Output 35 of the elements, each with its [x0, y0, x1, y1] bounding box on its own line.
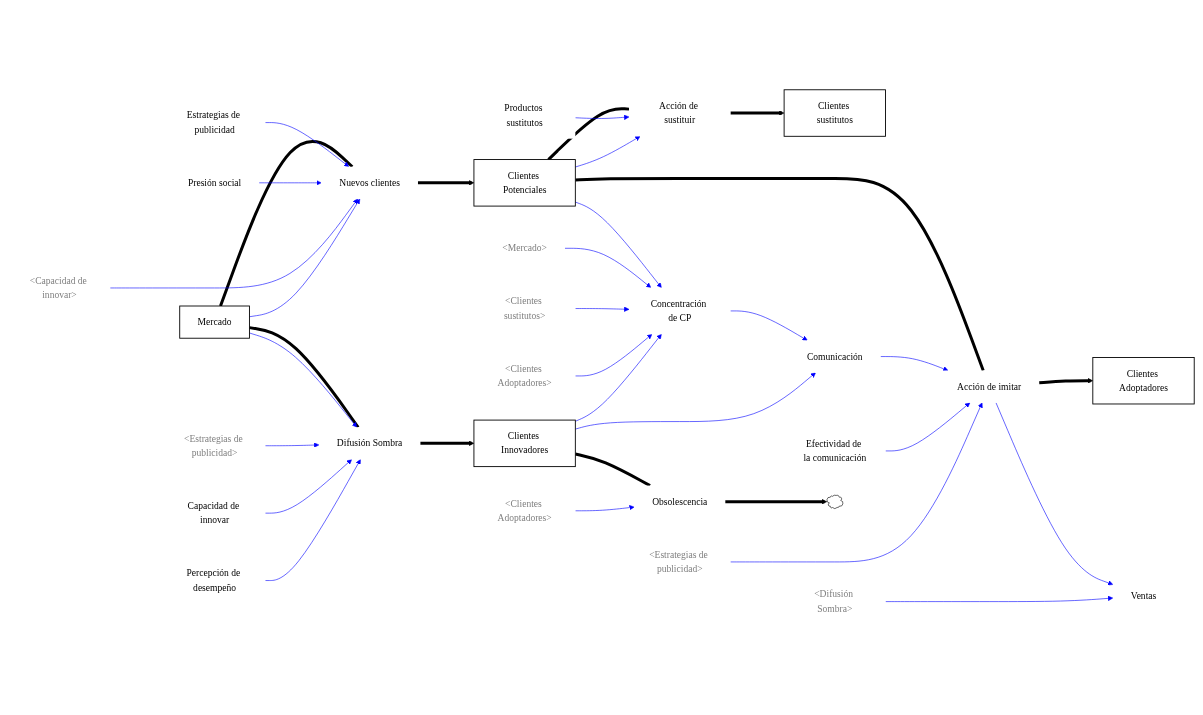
- node-text: Concentración de CP: [650, 298, 707, 324]
- node-box: Clientes sustitutos: [783, 89, 886, 137]
- node-text: Nuevos clientes: [339, 177, 400, 188]
- node-text: Estrategias de publicidad: [186, 110, 241, 135]
- node-text: <Estrategias de publicidad>: [184, 433, 243, 458]
- arrow: [730, 110, 785, 116]
- node-text: <Difusión Sombra>: [814, 589, 854, 614]
- node-text: Difusión Sombra: [336, 438, 403, 449]
- node-text: Productos sustitutos: [504, 103, 543, 128]
- node-text: <Clientes Adoptadores>: [497, 498, 552, 523]
- node-box: Clientes Potenciales: [473, 159, 576, 207]
- node-text: Percepción de desempeño: [186, 568, 241, 593]
- node-text: Acción de imitar: [957, 381, 1022, 392]
- node-text: Capacidad de innovar: [187, 500, 240, 526]
- node-text: Obsolescencia: [652, 496, 708, 507]
- arrow: [420, 440, 475, 447]
- node-text: <Clientes sustitutos>: [503, 296, 546, 321]
- connector: [219, 140, 354, 307]
- node-text: <Capacidad de innovar>: [29, 275, 87, 301]
- arrow: [1039, 378, 1094, 385]
- node-cloud: [826, 495, 844, 509]
- node-box: Clientes Innovadores: [473, 419, 576, 468]
- node-box: Mercado: [179, 305, 250, 339]
- arrow: [417, 180, 475, 186]
- node-text: <Estrategias de publicidad>: [649, 549, 708, 575]
- node-text: Ventas: [1130, 590, 1157, 601]
- node-text: Acción de sustituir: [659, 100, 699, 126]
- node-text: <Clientes Adoptadores>: [497, 363, 552, 389]
- node-box: Clientes Adoptadores: [1092, 357, 1195, 405]
- node-text: Comunicación: [806, 351, 863, 362]
- node-text: Presión social: [187, 177, 242, 188]
- node-text: Efectividad de la comunicación: [803, 438, 867, 464]
- connector: [575, 452, 651, 488]
- arrow: [725, 499, 828, 505]
- node-text: <Mercado>: [502, 243, 547, 254]
